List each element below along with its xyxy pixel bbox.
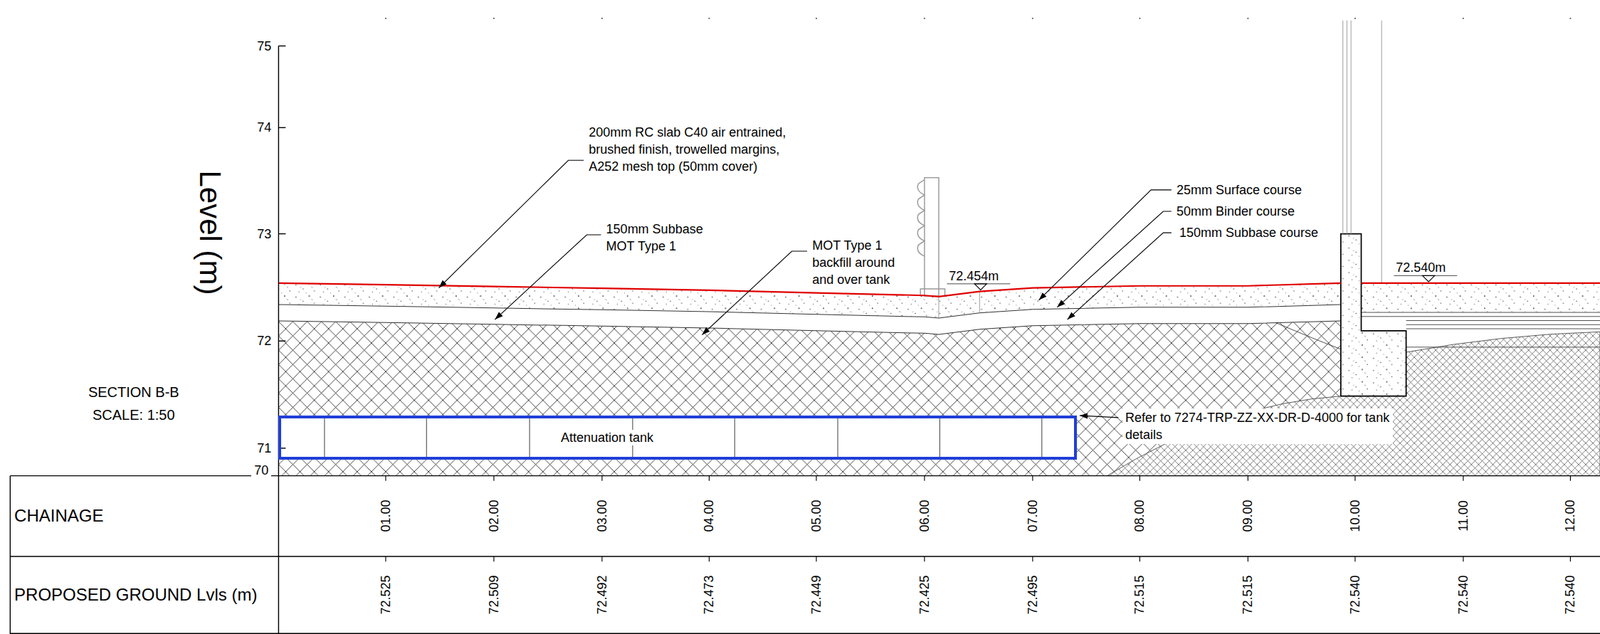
ground-line <box>1275 322 1341 349</box>
callout-note: 200mm RC slab C40 air entrained, brushed… <box>588 123 803 176</box>
level-value: 72.540 <box>1454 575 1472 615</box>
chainage-value: 05.00 <box>807 499 825 532</box>
level-value: 72.515 <box>1239 575 1257 615</box>
axis-value: 72 <box>256 332 272 350</box>
callout-note: 150mm Subbase course <box>1176 223 1321 242</box>
chainage-value: 08.00 <box>1130 499 1149 532</box>
data-table <box>9 476 1600 634</box>
chainage-value: 04.00 <box>700 499 718 532</box>
chainage-value: 01.00 <box>377 499 395 532</box>
axis-value: 73 <box>256 225 272 243</box>
barrier-post <box>917 177 945 297</box>
grid-dots <box>385 17 1572 20</box>
chainage-value: 11.00 <box>1454 500 1472 532</box>
chainage-value: 07.00 <box>1024 499 1042 532</box>
section-title: SECTION B-B <box>88 383 180 401</box>
layer-line <box>278 304 1341 319</box>
level-value: 72.449 <box>807 575 825 615</box>
callout-note: MOT Type 1 backfill around and over tank <box>812 237 919 289</box>
tank-box: Attenuation tank <box>278 415 1077 460</box>
level-value: 72.495 <box>1024 575 1042 615</box>
level-note: 72.454m <box>948 267 999 285</box>
fence-lines <box>1343 20 1382 284</box>
chainage-value: 12.00 <box>1561 499 1579 532</box>
axis-value: 75 <box>256 37 272 55</box>
slab-band <box>278 283 1341 319</box>
chainage-value: 10.00 <box>1346 499 1364 532</box>
leader-line <box>438 160 1171 418</box>
table-header: PROPOSED GROUND Lvls (m) <box>14 586 257 604</box>
kerb-wall <box>1340 234 1407 397</box>
tank-fill <box>278 415 1077 460</box>
level-value: 72.509 <box>485 575 503 615</box>
level-value: 72.425 <box>916 575 934 615</box>
level-value: 72.540 <box>1561 575 1579 615</box>
pavement-band <box>1361 283 1600 313</box>
callout-note: 25mm Surface course <box>1176 181 1302 199</box>
level-marker <box>946 275 1457 290</box>
axis-value: 71 <box>256 439 272 457</box>
chainage-ticks <box>385 476 1571 563</box>
level-value: 72.515 <box>1130 575 1149 615</box>
level-value: 72.473 <box>700 575 718 615</box>
axis-value: 70 <box>251 461 272 480</box>
level-axis <box>278 46 286 634</box>
axis-title: Level (m) <box>201 170 219 296</box>
chainage-value: 06.00 <box>916 499 934 532</box>
callout-note: 50mm Binder course <box>1176 202 1295 220</box>
reference-note: Refer to 7274-TRP-ZZ-XX-DR-D-4000 for ta… <box>1122 408 1393 445</box>
chainage-value: 09.00 <box>1239 499 1257 532</box>
chainage-value: 03.00 <box>593 499 611 532</box>
level-note: 72.540m <box>1395 259 1446 277</box>
table-header: CHAINAGE <box>14 507 104 525</box>
callout-note: 150mm Subbase MOT Type 1 <box>606 220 729 255</box>
tank-dividers <box>324 415 1042 460</box>
layer-line <box>278 320 1341 335</box>
level-value: 72.492 <box>593 575 611 615</box>
tank-label: Attenuation tank <box>558 429 657 446</box>
scale-note: SCALE: 1:50 <box>92 406 176 424</box>
level-value: 72.525 <box>377 575 395 615</box>
level-value: 72.540 <box>1346 575 1364 615</box>
chainage-value: 02.00 <box>485 499 503 532</box>
axis-value: 74 <box>256 118 272 136</box>
proposed-surface <box>278 283 1600 297</box>
